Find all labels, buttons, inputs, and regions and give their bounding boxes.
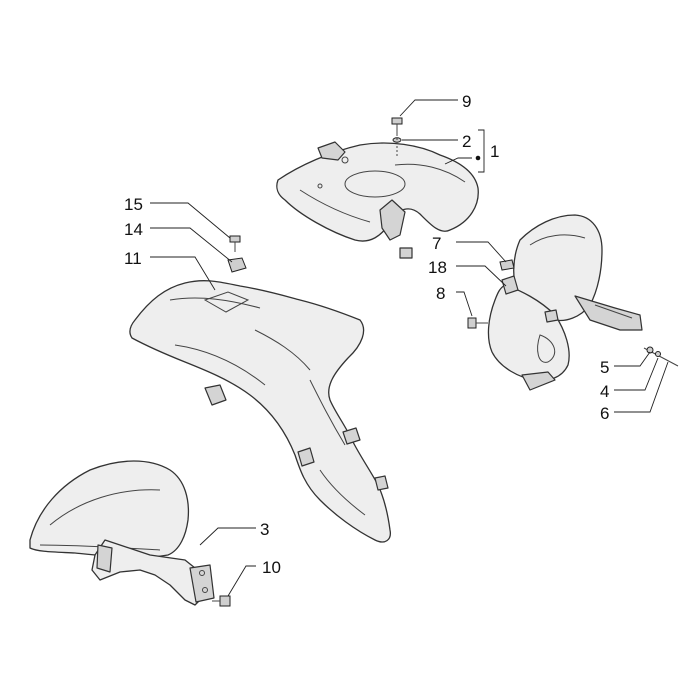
callout-14: 14 xyxy=(124,220,143,239)
callout-11: 11 xyxy=(124,249,142,268)
leader-8 xyxy=(456,291,473,317)
inner-shield-part xyxy=(129,280,391,543)
screw-15-hardware xyxy=(229,235,241,252)
callout-6: 6 xyxy=(600,404,609,423)
leader-10 xyxy=(227,565,256,597)
callout-7: 7 xyxy=(432,234,441,253)
leader-14 xyxy=(150,227,233,263)
leader-4 xyxy=(614,357,659,391)
leader-11 xyxy=(150,256,216,291)
screw-8-hardware xyxy=(467,317,488,329)
leader-1 xyxy=(444,157,472,165)
bracket-1 xyxy=(478,129,485,173)
callout-5: 5 xyxy=(600,358,609,377)
leader-18 xyxy=(456,265,507,287)
clip-7-hardware xyxy=(499,259,515,271)
screw-10-hardware xyxy=(212,595,231,607)
callout-8: 8 xyxy=(436,284,445,303)
leader-6 xyxy=(614,361,669,413)
screw-9-hardware xyxy=(391,117,403,134)
leader-15 xyxy=(150,202,231,239)
clip-14-hardware xyxy=(227,257,247,273)
callout-2: 2 xyxy=(462,132,471,151)
leader-5 xyxy=(614,351,651,367)
callout-3: 3 xyxy=(260,520,269,539)
callout-9: 9 xyxy=(462,92,471,111)
callout-4: 4 xyxy=(600,382,609,401)
handlebar-cover-part xyxy=(487,214,643,391)
callout-15: 15 xyxy=(124,195,143,214)
leader-dot-1 xyxy=(475,155,481,161)
callout-1: 1 xyxy=(490,142,499,161)
front-fender-part xyxy=(29,460,215,606)
leader-9 xyxy=(399,99,458,117)
screw-6-hardware xyxy=(643,346,679,367)
leader-3 xyxy=(199,527,256,546)
callout-10: 10 xyxy=(262,558,281,577)
headlight-cover-part xyxy=(276,141,479,259)
callout-18: 18 xyxy=(428,258,447,277)
leader-7 xyxy=(456,241,507,263)
